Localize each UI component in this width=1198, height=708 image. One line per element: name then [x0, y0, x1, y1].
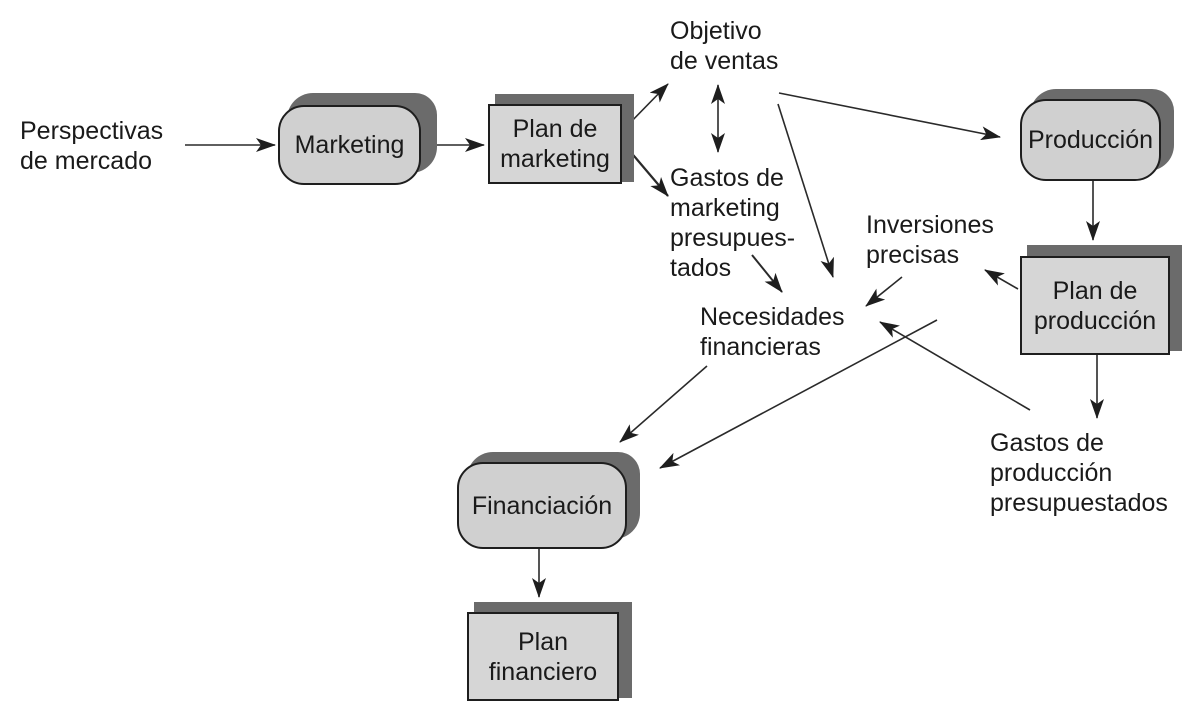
- edge-necesidades-financiacion: [619, 365, 708, 443]
- label-necesidades-financieras: Necesidades financieras: [700, 303, 845, 361]
- node-financiacion[interactable]: Financiación: [457, 452, 640, 549]
- node-label: Plan de producción: [1033, 276, 1157, 335]
- label-objetivo-de-ventas: Objetivo de ventas: [670, 17, 779, 75]
- label-inversiones-precisas: Inversiones precisas: [866, 211, 994, 269]
- edge-inversiones-necesidades: [865, 276, 903, 307]
- node-label: Plan financiero: [488, 627, 598, 686]
- edge-objetivo-produccion: [778, 92, 1001, 141]
- node-plan-financiero[interactable]: Plan financiero: [467, 602, 632, 701]
- label-perspectivas-de-mercado: Perspectivas de mercado: [20, 117, 164, 175]
- edge-plan-produccion-financiacion: [659, 319, 938, 469]
- node-label: Marketing: [294, 131, 405, 159]
- node-label: Producción: [1027, 126, 1154, 154]
- node-produccion[interactable]: Producción: [1020, 89, 1174, 181]
- node-label: Plan de marketing: [500, 115, 610, 173]
- node-plan-de-marketing[interactable]: Plan de marketing: [488, 94, 634, 184]
- edge-gastos-produccion-necesidades: [879, 321, 1031, 411]
- label-gastos-de-marketing: Gastos de marketing presupues- tados: [670, 164, 796, 282]
- node-label: Financiación: [471, 491, 613, 520]
- edge-gastos-marketing-necesidades: [751, 254, 783, 293]
- node-marketing[interactable]: Marketing: [278, 93, 437, 185]
- label-gastos-de-produccion: Gastos de producción presupuestados: [990, 429, 1168, 517]
- node-plan-de-produccion[interactable]: Plan de producción: [1020, 245, 1182, 355]
- edge-objetivo-necesidades: [777, 103, 834, 278]
- edge-plan-produccion-inversiones: [984, 269, 1019, 290]
